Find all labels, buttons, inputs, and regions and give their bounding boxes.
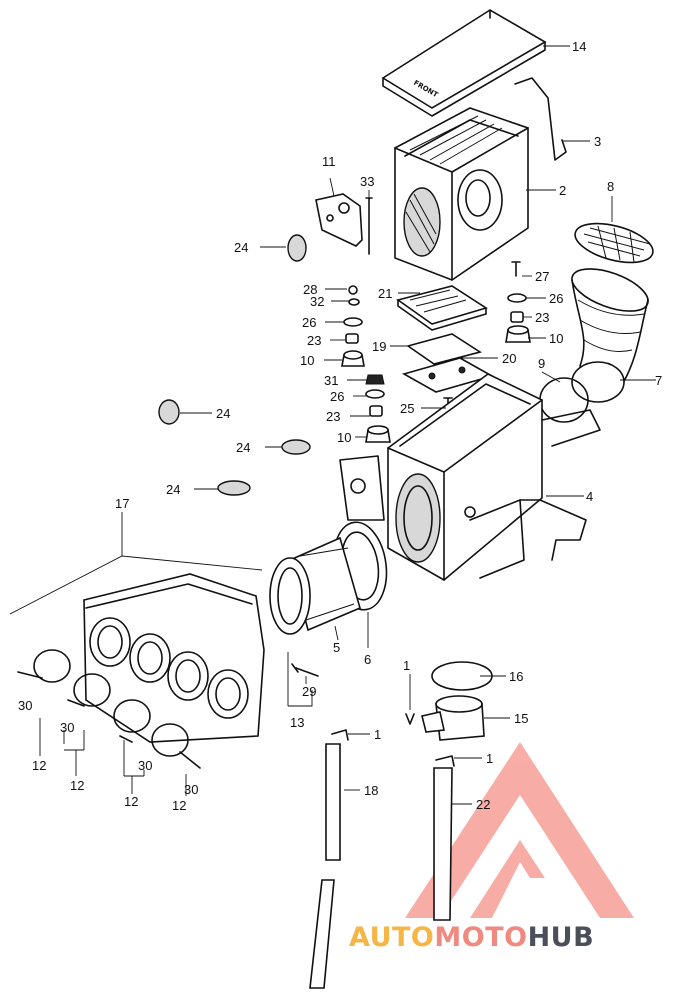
part-2-upper-housing: [394, 107, 529, 281]
callout-22: 22: [476, 797, 490, 812]
watermark-moto: MOTO: [434, 922, 527, 953]
callout-23-a: 23: [307, 333, 321, 348]
callout-26-a: 26: [302, 315, 316, 330]
part-15-breather-body: [421, 695, 485, 741]
watermark-logo: [405, 742, 634, 918]
callout-18: 18: [364, 783, 378, 798]
callout-4: 4: [586, 489, 593, 504]
callout-24-c: 24: [236, 440, 250, 455]
callout-1-b: 1: [374, 727, 381, 742]
callout-17: 17: [115, 496, 129, 511]
callout-23-b: 23: [326, 409, 340, 424]
callout-27: 27: [535, 269, 549, 284]
part-1-hose-clip-a: [405, 713, 415, 725]
callout-5: 5: [333, 640, 340, 655]
part-1-hose-clip-b: [331, 729, 349, 741]
callout-12-a: 12: [32, 758, 46, 773]
hardware-stack-left: [341, 285, 453, 443]
watermark-text: AUTOMOTOHUB: [349, 922, 594, 953]
part-8-screen: [574, 222, 654, 264]
part-11-bracket: [315, 193, 363, 247]
part-24-grommet-d: [217, 480, 251, 496]
callout-11: 11: [322, 154, 336, 169]
part-21-valve: [396, 285, 488, 331]
callout-10-b: 10: [337, 430, 351, 445]
callout-31: 31: [324, 373, 338, 388]
callout-2: 2: [559, 183, 566, 198]
part-12-clamps: [17, 649, 201, 769]
callout-10-a: 10: [300, 353, 314, 368]
callout-numbers: 14 3 2 8 11 33 24 28 32 26 23 10 31 26 2…: [18, 39, 662, 813]
part-18-drain-hose: [309, 743, 341, 989]
callout-6: 6: [364, 652, 371, 667]
part-19-plate: [406, 333, 482, 365]
callout-24-a: 24: [234, 240, 248, 255]
callout-12-b: 12: [70, 778, 84, 793]
callout-12-c: 12: [124, 794, 138, 809]
callout-14: 14: [572, 39, 586, 54]
part-24-grommet-b: [158, 399, 180, 425]
part-22-breather-hose: [433, 767, 453, 921]
callout-30-c: 30: [138, 758, 152, 773]
callout-13: 13: [290, 715, 304, 730]
part-33-bolt: [365, 197, 373, 255]
callout-9: 9: [538, 356, 545, 371]
callout-24-d: 24: [166, 482, 180, 497]
callout-30-b: 30: [60, 720, 74, 735]
callout-19: 19: [372, 339, 386, 354]
callout-1-a: 1: [403, 658, 410, 673]
callout-26-b: 26: [330, 389, 344, 404]
leader-lines: [9, 45, 656, 805]
watermark-inner-mark-icon: [470, 840, 545, 918]
callout-30-d: 30: [184, 782, 198, 797]
callout-30-a: 30: [18, 698, 32, 713]
callout-33: 33: [360, 174, 374, 189]
callout-3: 3: [594, 134, 601, 149]
callout-8: 8: [607, 179, 614, 194]
part-5-connecting-tube: [269, 536, 361, 635]
callout-1-c: 1: [486, 751, 493, 766]
callout-25: 25: [400, 401, 414, 416]
callout-20: 20: [502, 351, 516, 366]
part-24-grommet-a: [287, 234, 307, 262]
callout-12-d: 12: [172, 798, 186, 813]
part-1-hose-clip-c: [435, 755, 455, 767]
watermark-hub: HUB: [528, 922, 595, 953]
callout-28: 28: [303, 282, 317, 297]
watermark-triangle-icon: [405, 742, 634, 918]
hardware-stack-right: [505, 261, 531, 343]
part-24-grommet-c: [281, 439, 311, 455]
part-14-cover: FRONT: [381, 9, 547, 117]
part-17-air-chamber: [83, 573, 265, 743]
callout-24-b: 24: [216, 406, 230, 421]
callout-16: 16: [509, 669, 523, 684]
callout-10-c: 10: [549, 331, 563, 346]
part-4-main-case: [339, 373, 601, 581]
callout-15: 15: [514, 711, 528, 726]
part-7-intake-duct: [571, 268, 649, 403]
watermark-auto: AUTO: [349, 922, 434, 953]
callout-23-c: 23: [535, 310, 549, 325]
part-3-clip: [514, 77, 567, 161]
callout-21: 21: [378, 286, 392, 301]
callout-29: 29: [302, 684, 316, 699]
part-29-screw: [291, 663, 319, 677]
callout-7: 7: [655, 373, 662, 388]
callout-32: 32: [310, 294, 324, 309]
callout-26-c: 26: [549, 291, 563, 306]
